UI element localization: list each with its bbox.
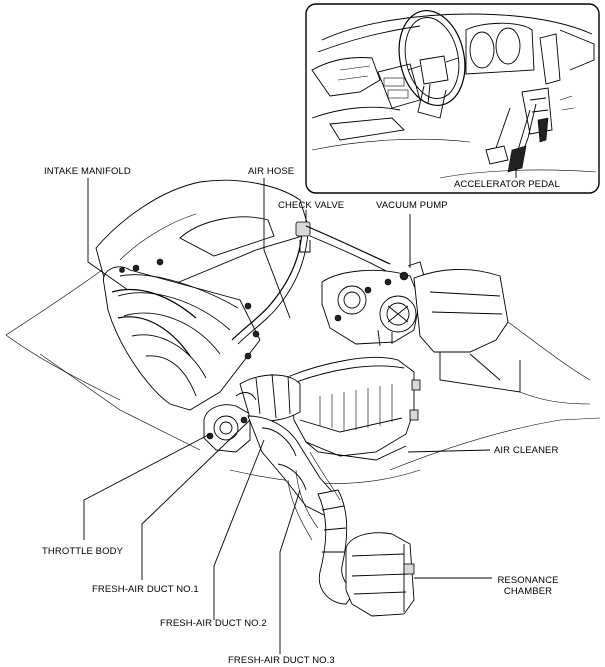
- label-check-valve: CHECK VALVE: [278, 200, 345, 211]
- label-intake-manifold: INTAKE MANIFOLD: [44, 166, 131, 177]
- label-resonance-chamber-line2: CHAMBER: [503, 586, 553, 597]
- engine-bay-drawing: [5, 179, 601, 617]
- label-air-hose: AIR HOSE: [248, 166, 295, 177]
- resonance-chamber-shape: [345, 532, 415, 617]
- label-resonance-chamber-line1: RESONANCE: [497, 575, 559, 586]
- leader-lines: [83, 178, 492, 654]
- vacuum-pump-shape: [321, 261, 425, 347]
- label-accelerator-pedal: ACCELERATOR PEDAL: [454, 179, 560, 190]
- label-fresh-air-duct-1: FRESH-AIR DUCT NO.1: [92, 584, 199, 595]
- label-throttle-body: THROTTLE BODY: [42, 546, 124, 557]
- label-vacuum-pump: VACUUM PUMP: [376, 200, 448, 211]
- label-resonance-chamber: RESONANCE CHAMBER: [492, 575, 564, 597]
- dashboard-inset: [305, 3, 600, 194]
- air-cleaner-shape: [289, 357, 421, 461]
- label-fresh-air-duct-2: FRESH-AIR DUCT NO.2: [160, 618, 267, 629]
- throttle-body-shape: [203, 404, 251, 453]
- label-fresh-air-duct-3: FRESH-AIR DUCT NO.3: [228, 655, 335, 666]
- label-air-cleaner: AIR CLEANER: [494, 445, 559, 456]
